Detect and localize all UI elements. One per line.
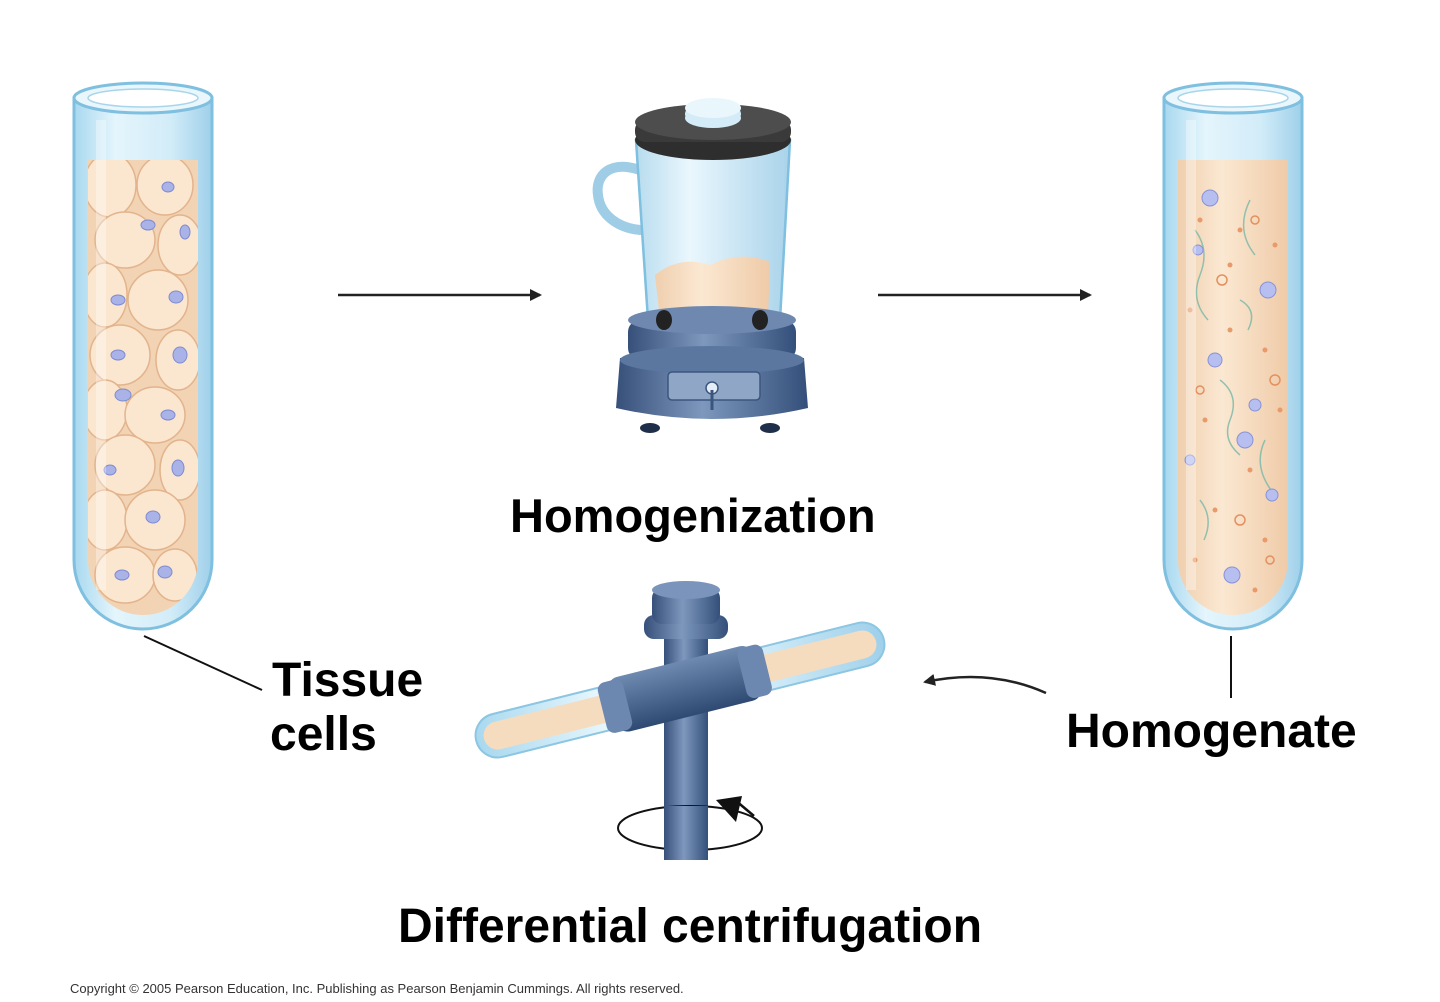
homogenate-fill	[1178, 160, 1288, 615]
arrow-to-centrifuge	[923, 674, 1047, 695]
tissue-cells-label-line1: Tissue	[272, 654, 424, 707]
tissue-cells-label-line2: cells	[270, 708, 377, 761]
homogenization-label: Homogenization	[510, 489, 876, 542]
blender-icon	[592, 98, 808, 433]
homogenate-label: Homogenate	[1066, 705, 1357, 758]
centrifuge-icon	[474, 581, 886, 860]
differential-centrifugation-label: Differential centrifugation	[398, 900, 983, 953]
tissue-cells-fill	[88, 160, 198, 615]
left-test-tube-icon	[72, 81, 214, 631]
right-test-tube-icon	[1162, 81, 1304, 631]
tissue-cells-leader-line	[143, 635, 263, 691]
copyright-notice: Copyright © 2005 Pearson Education, Inc.…	[70, 981, 684, 996]
